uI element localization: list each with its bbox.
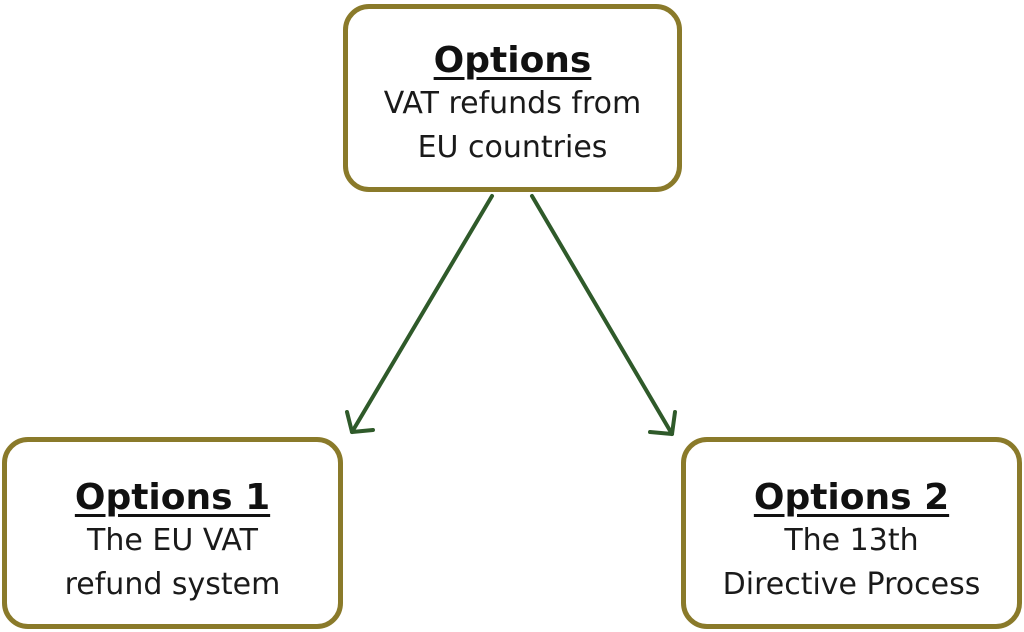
options-1-description-line-2: refund system — [64, 566, 281, 602]
arrow-to-options-2 — [530, 194, 677, 436]
options-1-title: Options 1 — [74, 477, 271, 518]
arrow-shaft — [530, 194, 674, 436]
arrowhead — [345, 410, 375, 434]
options-2-title: Options 2 — [753, 477, 950, 518]
options-1-description-line-1: The EU VAT — [87, 523, 258, 559]
options-1-box: Options 1 The EU VAT refund system — [2, 437, 343, 629]
options-box: Options VAT refunds from EU countries — [343, 4, 682, 192]
options-2-box: Options 2 The 13th Directive Process — [681, 437, 1022, 629]
arrow-to-options-1 — [345, 194, 494, 434]
arrowhead — [648, 410, 677, 436]
options-2-description-line-1: The 13th — [784, 523, 919, 559]
options-description-line-1: VAT refunds from — [383, 86, 642, 122]
options-2-description-line-2: Directive Process — [722, 566, 981, 602]
options-title: Options — [433, 40, 592, 81]
options-description-line-2: EU countries — [417, 129, 608, 165]
arrow-shaft — [350, 194, 494, 434]
